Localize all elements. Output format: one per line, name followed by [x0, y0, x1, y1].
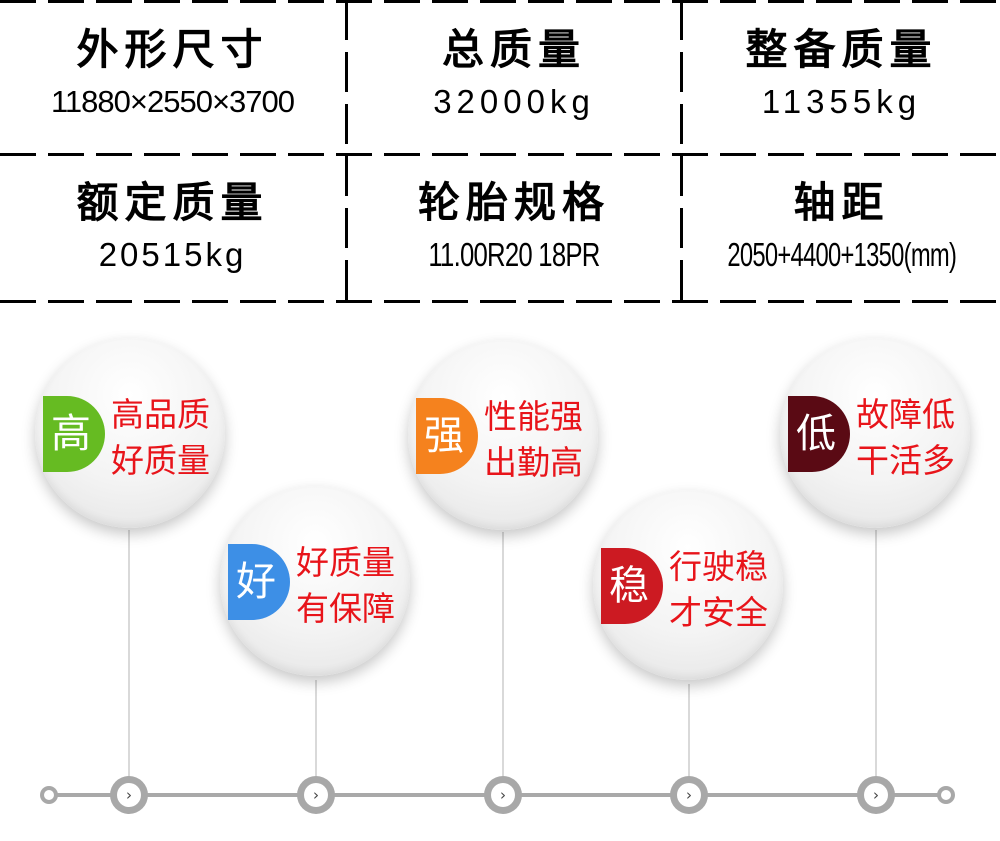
spec-dimensions: 外形尺寸 11880×2550×3700	[0, 0, 345, 122]
spec-value: 11355kg	[761, 83, 922, 120]
timeline-node-1[interactable]: ›	[110, 776, 148, 814]
timeline-node-2[interactable]: ›	[297, 776, 335, 814]
badge-icon: 稳	[601, 548, 663, 624]
chevron-right-icon: ›	[677, 783, 701, 807]
feature-text: 性能强 出勤高	[484, 397, 583, 482]
spec-label: 外形尺寸	[76, 25, 269, 74]
chevron-right-icon: ›	[117, 783, 141, 807]
badge-icon: 强	[416, 398, 478, 474]
feature-bubble-stability: 稳 行驶稳 才安全	[593, 490, 783, 680]
feature-text: 高品质 好质量	[111, 395, 210, 480]
spec-label: 轴距	[793, 178, 890, 227]
feature-text: 故障低 干活多	[856, 395, 955, 480]
feature-bubble-quality: 高 高品质 好质量	[35, 338, 225, 528]
spec-wheelbase: 轴距 2050+4400+1350(mm)	[683, 153, 1000, 275]
chevron-right-icon: ›	[864, 783, 888, 807]
feature-bubble-performance: 强 性能强 出勤高	[408, 340, 598, 530]
spec-tire: 轮胎规格 11.00R20 18PR	[348, 153, 680, 275]
badge-icon: 低	[788, 396, 850, 472]
connector	[315, 680, 317, 776]
timeline-node-5[interactable]: ›	[857, 776, 895, 814]
divider	[345, 0, 348, 304]
spec-value: 20515kg	[98, 236, 247, 273]
feature-timeline: 高 高品质 好质量 好 好质量 有保障 强 性能强 出勤高 稳 行驶稳 才安全 …	[0, 304, 1000, 841]
track-start-icon	[40, 786, 58, 804]
chevron-right-icon: ›	[491, 783, 515, 807]
feature-text: 行驶稳 才安全	[669, 547, 768, 632]
badge-icon: 好	[228, 544, 290, 620]
spec-value: 11.00R20 18PR	[428, 236, 600, 273]
divider	[0, 300, 1000, 303]
connector	[128, 530, 130, 776]
timeline-node-4[interactable]: ›	[670, 776, 708, 814]
spec-curb-weight: 整备质量 11355kg	[683, 0, 1000, 122]
spec-gross-weight: 总质量 32000kg	[348, 0, 680, 122]
divider	[680, 0, 683, 304]
feature-bubble-guarantee: 好 好质量 有保障	[220, 486, 410, 676]
connector	[688, 684, 690, 776]
spec-value: 11880×2550×3700	[50, 84, 295, 119]
track-end-icon	[937, 786, 955, 804]
timeline-node-3[interactable]: ›	[484, 776, 522, 814]
connector	[875, 530, 877, 776]
spec-label: 总质量	[441, 25, 586, 74]
divider	[0, 0, 1000, 3]
connector	[502, 532, 504, 776]
chevron-right-icon: ›	[304, 783, 328, 807]
spec-value: 2050+4400+1350(mm)	[727, 236, 957, 273]
spec-value: 32000kg	[433, 83, 595, 120]
badge-icon: 高	[43, 396, 105, 472]
spec-label: 额定质量	[76, 178, 269, 227]
feature-text: 好质量 有保障	[296, 543, 395, 628]
spec-label: 轮胎规格	[417, 178, 610, 227]
spec-label: 整备质量	[745, 25, 938, 74]
feature-bubble-reliability: 低 故障低 干活多	[780, 338, 970, 528]
spec-table: 外形尺寸 11880×2550×3700 总质量 32000kg 整备质量 11…	[0, 0, 1000, 304]
spec-rated-load: 额定质量 20515kg	[0, 153, 345, 275]
divider	[0, 153, 1000, 156]
